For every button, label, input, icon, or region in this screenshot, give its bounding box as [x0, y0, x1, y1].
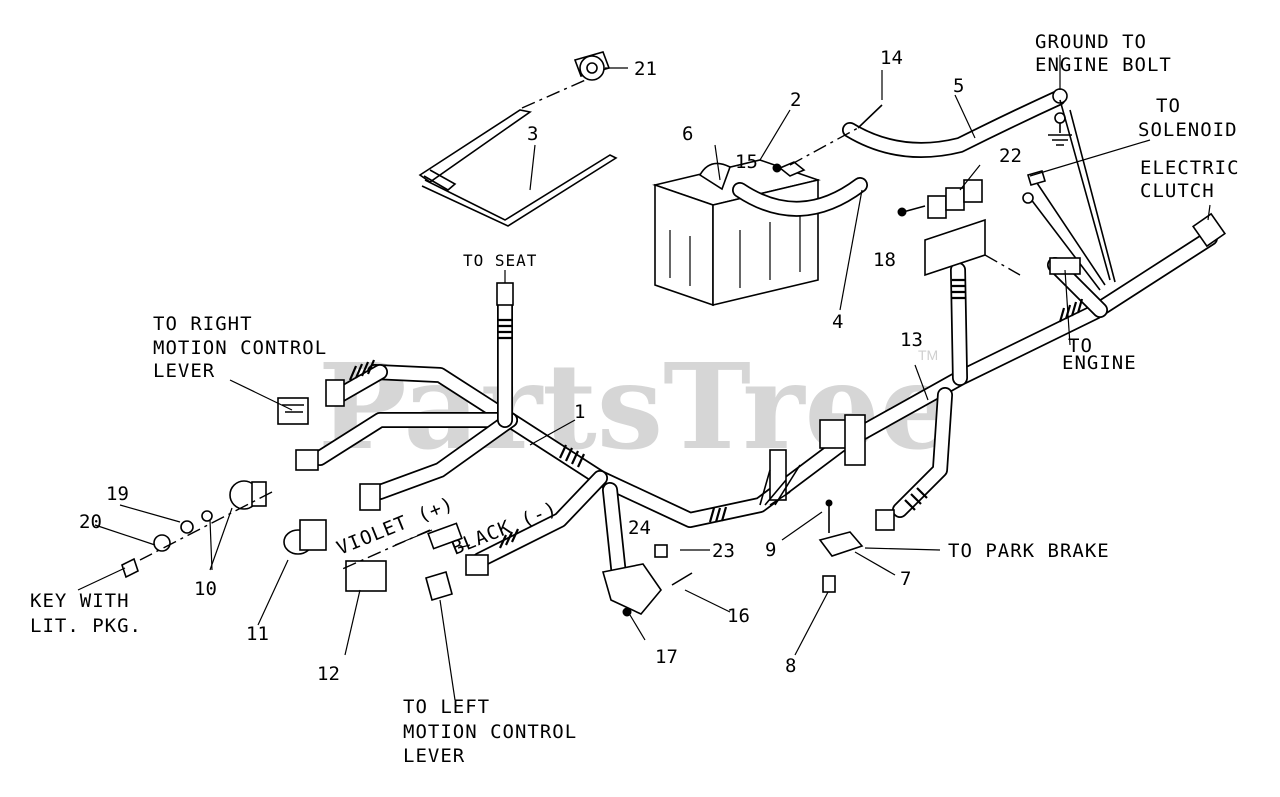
battery	[652, 159, 821, 307]
relay-bracket	[897, 179, 1021, 277]
harness-connectors	[295, 282, 895, 576]
part-number-5: 5	[953, 75, 964, 97]
part-number-16: 16	[727, 605, 750, 627]
part-number-7: 7	[900, 568, 911, 590]
part-number-24: 24	[628, 517, 651, 539]
part-number-14: 14	[880, 47, 903, 69]
label-left-motion-line3: LEVER	[403, 745, 465, 767]
part-number-18: 18	[873, 249, 896, 271]
part-number-20: 20	[79, 511, 102, 533]
part-number-1: 1	[574, 401, 585, 423]
label-key-line2: LIT. PKG.	[30, 615, 142, 637]
label-clutch-line2: CLUTCH	[1140, 180, 1215, 202]
part-number-4: 4	[832, 311, 843, 333]
label-right-motion-line1: TO RIGHT	[153, 313, 253, 335]
part-number-17: 17	[655, 646, 678, 668]
label-ground-line1: GROUND TO	[1035, 31, 1147, 53]
label-key-line1: KEY WITH	[30, 590, 130, 612]
label-solenoid-line2: SOLENOID	[1138, 119, 1238, 141]
label-ground-line2: ENGINE BOLT	[1035, 54, 1172, 76]
label-right-motion-line2: MOTION CONTROL	[153, 337, 327, 359]
part-number-11: 11	[246, 623, 269, 645]
part-number-10: 10	[194, 578, 217, 600]
battery-hold-down	[418, 51, 618, 227]
label-left-motion-line1: TO LEFT	[403, 696, 490, 718]
part-number-22: 22	[999, 145, 1022, 167]
part-number-23: 23	[712, 540, 735, 562]
label-clutch-line1: ELECTRIC	[1140, 157, 1240, 179]
harness-bracket	[601, 544, 693, 617]
part-number-3: 3	[527, 123, 538, 145]
label-park-brake: TO PARK BRAKE	[948, 540, 1110, 562]
battery-hardware	[772, 104, 883, 173]
part-numbers: 1 2 3 4 5 6 7 8 9 10 11 12 13 14 15 16 1…	[79, 47, 1022, 685]
label-right-motion-line3: LEVER	[153, 360, 215, 382]
part-number-19: 19	[106, 483, 129, 505]
label-engine-line1: TO	[1068, 335, 1093, 357]
part-number-13: 13	[900, 329, 923, 351]
park-brake-switch	[818, 499, 864, 593]
label-engine-line2: ENGINE	[1062, 352, 1137, 374]
part-number-21: 21	[634, 58, 657, 80]
clutch-and-solenoid-wires	[1022, 99, 1227, 291]
watermark-trademark: TM	[918, 347, 938, 363]
battery-cables	[732, 88, 1072, 217]
ignition-components	[121, 397, 453, 602]
part-number-6: 6	[682, 123, 693, 145]
label-violet: VIOLET (+)	[334, 493, 458, 560]
part-number-15: 15	[735, 151, 758, 173]
part-number-8: 8	[785, 655, 796, 677]
label-solenoid-line1: TO	[1156, 95, 1181, 117]
part-number-2: 2	[790, 89, 801, 111]
leader-lines	[77, 55, 1211, 701]
part-number-12: 12	[317, 663, 340, 685]
label-to-seat: TO SEAT	[463, 251, 537, 270]
label-left-motion-line2: MOTION CONTROL	[403, 721, 577, 743]
part-number-9: 9	[765, 539, 776, 561]
